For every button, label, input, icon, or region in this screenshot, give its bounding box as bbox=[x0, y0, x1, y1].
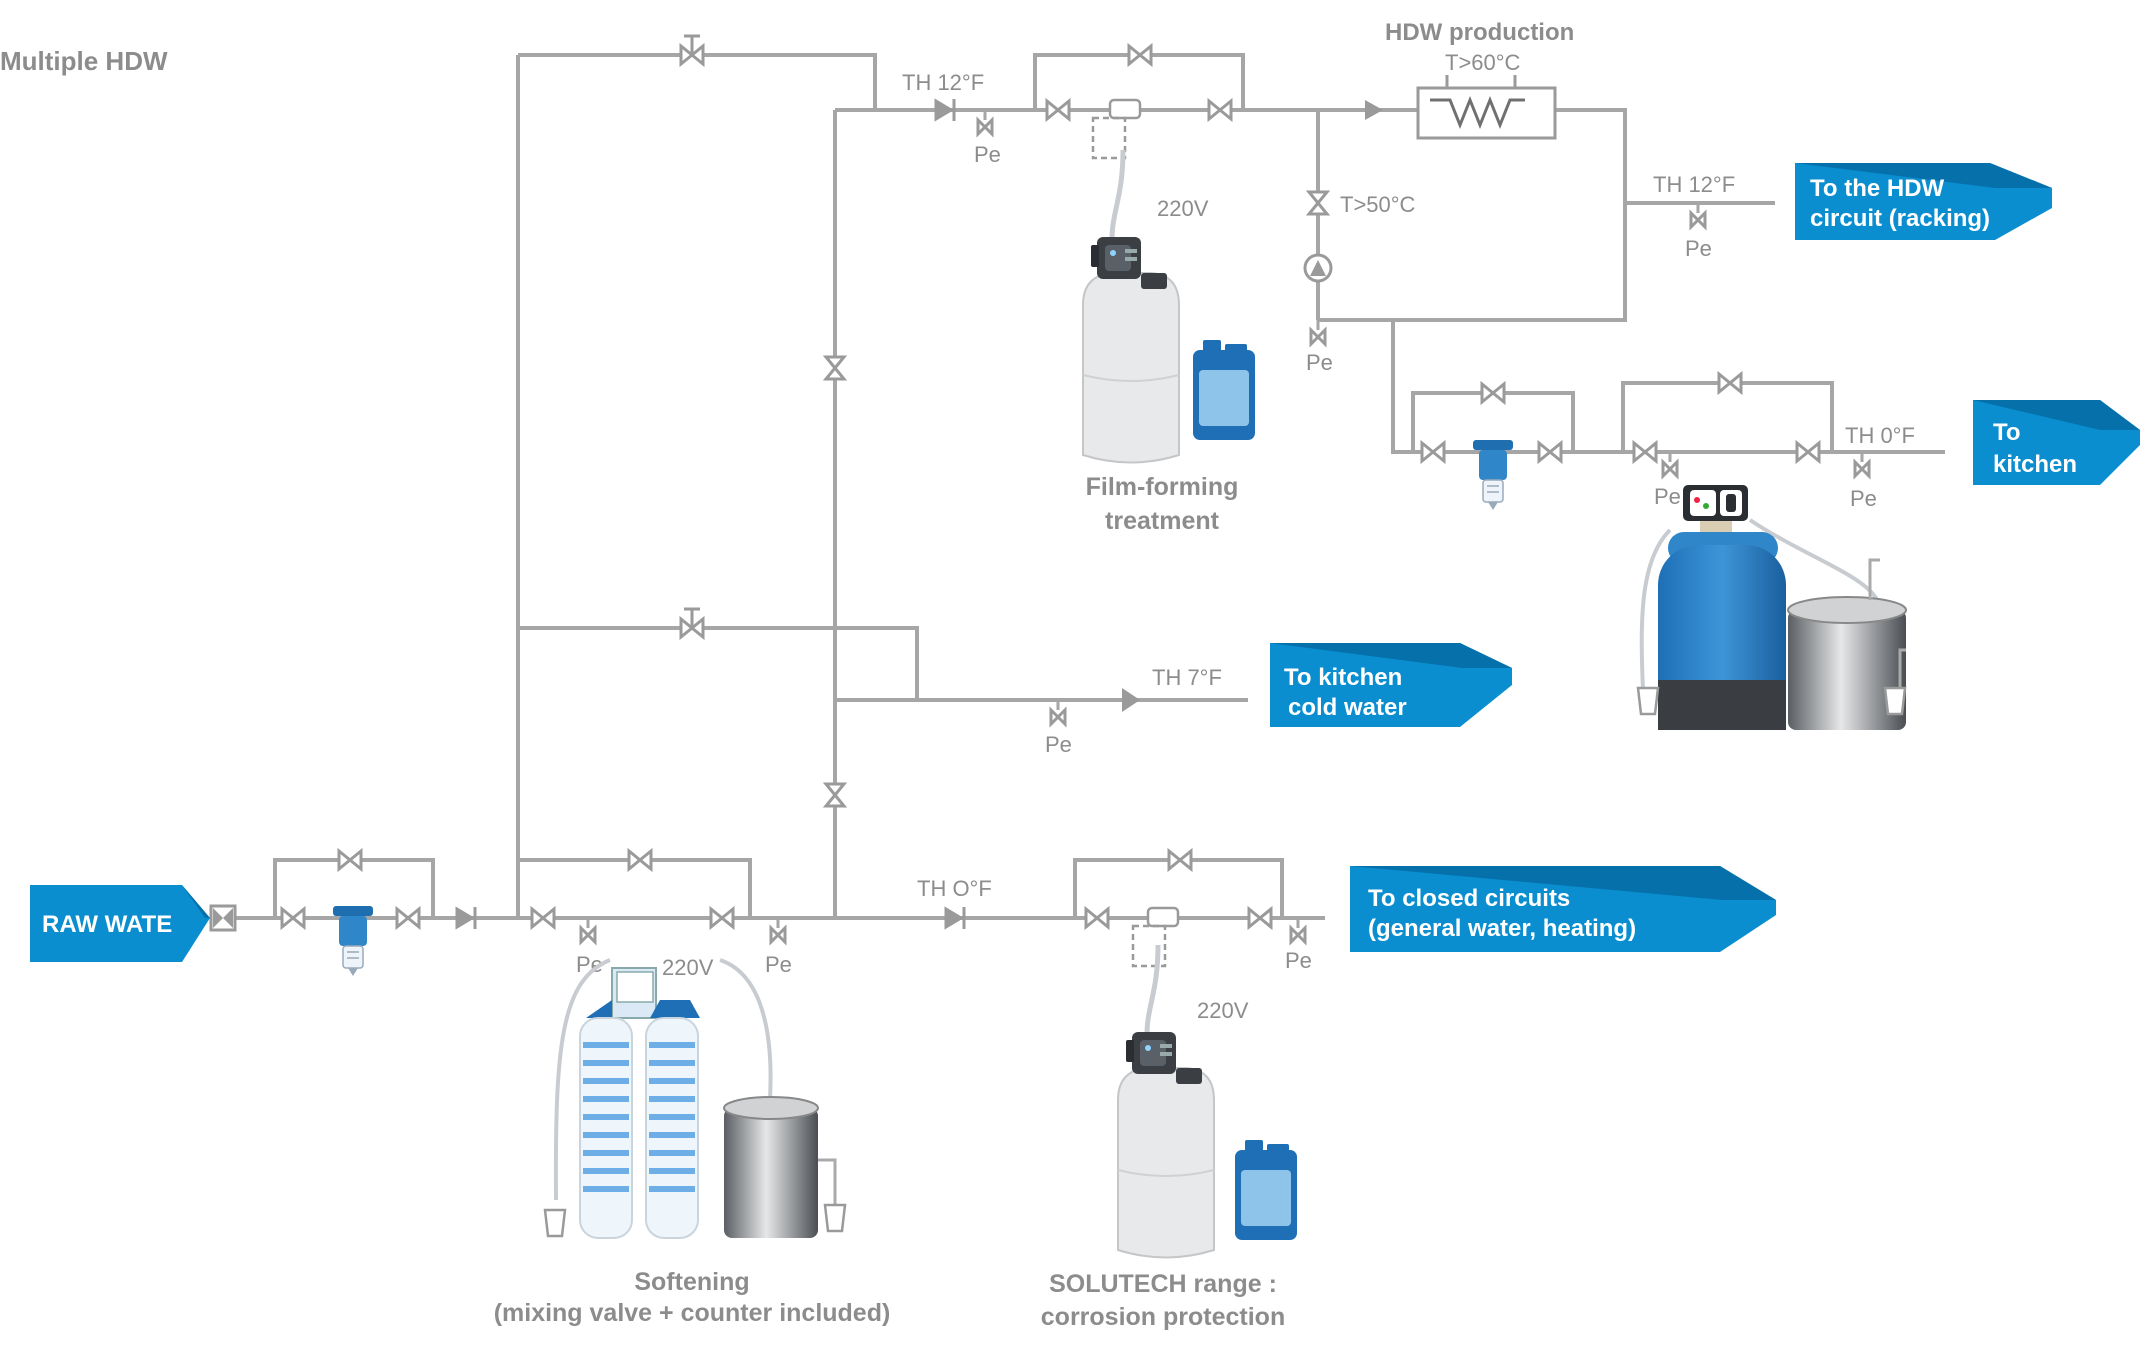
dosing-pump-icon bbox=[1118, 945, 1214, 1258]
hdw-circuit-label-1: To the HDW bbox=[1810, 175, 1945, 202]
gate-valve-icon bbox=[280, 907, 306, 929]
gate-valve-icon bbox=[1084, 907, 1110, 929]
flow-arrow-icon bbox=[1122, 688, 1140, 712]
pe-label: Pe bbox=[1685, 236, 1712, 261]
gate-valve-icon bbox=[1207, 99, 1233, 121]
voltage-label: 220V bbox=[1157, 196, 1209, 221]
brine-tank-icon bbox=[1787, 558, 1907, 730]
raw-water-label: RAW WATE bbox=[42, 911, 172, 938]
canister-icon bbox=[1235, 1140, 1297, 1240]
kitchen-block: To kitchen bbox=[1973, 400, 2140, 485]
film-forming-caption-2: treatment bbox=[1105, 507, 1220, 535]
pe-label: Pe bbox=[1850, 486, 1877, 511]
raw-water-block: RAW WATE bbox=[30, 885, 210, 962]
gate-valve-icon bbox=[1307, 190, 1329, 216]
beaker-icon bbox=[543, 1208, 567, 1238]
kitchen-cold-label-1: To kitchen bbox=[1284, 664, 1402, 691]
pump-icon bbox=[1303, 253, 1333, 283]
inlet-isolation-valve-icon bbox=[209, 904, 237, 932]
gate-valve-icon bbox=[824, 355, 846, 381]
solutech-caption-2: corrosion protection bbox=[1041, 1303, 1285, 1331]
voltage-label: 220V bbox=[662, 955, 714, 980]
gate-valve-icon bbox=[627, 849, 653, 871]
kitchen-cold-block: To kitchen cold water bbox=[1270, 643, 1512, 727]
t50-label: T>50°C bbox=[1340, 192, 1416, 217]
gate-valve-icon bbox=[1127, 44, 1153, 66]
hdw-circuit-label-2: circuit (racking) bbox=[1810, 205, 1990, 232]
gate-valve-icon bbox=[1167, 849, 1193, 871]
water-meter-icon bbox=[1091, 98, 1142, 160]
gate-valve-icon bbox=[1480, 382, 1506, 404]
th12-top-label: TH 12°F bbox=[902, 70, 984, 95]
check-valve-icon bbox=[934, 97, 956, 123]
hdw-production-label: HDW production bbox=[1385, 19, 1574, 46]
kitchen-label-1: To bbox=[1993, 419, 2021, 446]
brine-tank-icon bbox=[723, 1096, 837, 1238]
water-meter-icon bbox=[1131, 906, 1180, 968]
flow-arrow-icon bbox=[1365, 100, 1383, 120]
gate-valve-icon bbox=[395, 907, 421, 929]
closed-circuits-block: To closed circuits (general water, heati… bbox=[1350, 866, 1776, 952]
balancing-valve-icon bbox=[679, 607, 705, 639]
canister-icon bbox=[1193, 340, 1255, 440]
closed-circuits-label-1: To closed circuits bbox=[1368, 885, 1570, 912]
t60-label: T>60°C bbox=[1445, 50, 1521, 75]
softening-caption-2: (mixing valve + counter included) bbox=[494, 1299, 891, 1327]
voltage-label: 220V bbox=[1197, 998, 1249, 1023]
valves bbox=[209, 34, 1821, 932]
pe-label: Pe bbox=[1285, 948, 1312, 973]
solutech-caption-1: SOLUTECH range : bbox=[1049, 1270, 1277, 1298]
film-forming-caption-1: Film-forming bbox=[1086, 473, 1239, 501]
check-valve-icon bbox=[944, 905, 966, 931]
pe-label: Pe bbox=[765, 952, 792, 977]
th0-kitchen-label: TH 0°F bbox=[1845, 423, 1915, 448]
gate-valve-icon bbox=[709, 907, 735, 929]
check-valve-icon bbox=[455, 905, 477, 931]
gate-valve-icon bbox=[1717, 372, 1743, 394]
th7-label: TH 7°F bbox=[1152, 665, 1222, 690]
beaker-icon bbox=[823, 1203, 847, 1233]
hdw-circuit-block: To the HDW circuit (racking) bbox=[1795, 163, 2052, 240]
th0-main-label: TH O°F bbox=[917, 876, 992, 901]
gate-valve-icon bbox=[1247, 907, 1273, 929]
gate-valve-icon bbox=[1632, 441, 1658, 463]
kitchen-label-2: kitchen bbox=[1993, 451, 2077, 478]
gate-valve-icon bbox=[1537, 441, 1563, 463]
beaker-icon bbox=[1636, 686, 1660, 716]
beaker-icon bbox=[1883, 686, 1907, 716]
pe-label: Pe bbox=[974, 142, 1001, 167]
diagram-title: Multiple HDW bbox=[0, 46, 168, 76]
gate-valve-icon bbox=[824, 782, 846, 808]
closed-circuits-label-2: (general water, heating) bbox=[1368, 915, 1636, 942]
softener-columns-icon bbox=[553, 958, 773, 1239]
sampling-taps bbox=[579, 108, 1871, 944]
heat-exchanger-icon bbox=[1416, 75, 1557, 140]
softening-caption-1: Softening bbox=[634, 1268, 749, 1296]
gate-valve-icon bbox=[1045, 99, 1071, 121]
gate-valve-icon bbox=[337, 849, 363, 871]
th12-right-label: TH 12°F bbox=[1653, 172, 1735, 197]
gate-valve-icon bbox=[1795, 441, 1821, 463]
gate-valve-icon bbox=[1420, 441, 1446, 463]
kitchen-cold-label-2: cold water bbox=[1288, 694, 1407, 721]
pe-label: Pe bbox=[1306, 350, 1333, 375]
gate-valve-icon bbox=[530, 907, 556, 929]
balancing-valve-icon bbox=[679, 34, 705, 66]
pe-label: Pe bbox=[1045, 732, 1072, 757]
pe-label: Pe bbox=[1654, 484, 1681, 509]
